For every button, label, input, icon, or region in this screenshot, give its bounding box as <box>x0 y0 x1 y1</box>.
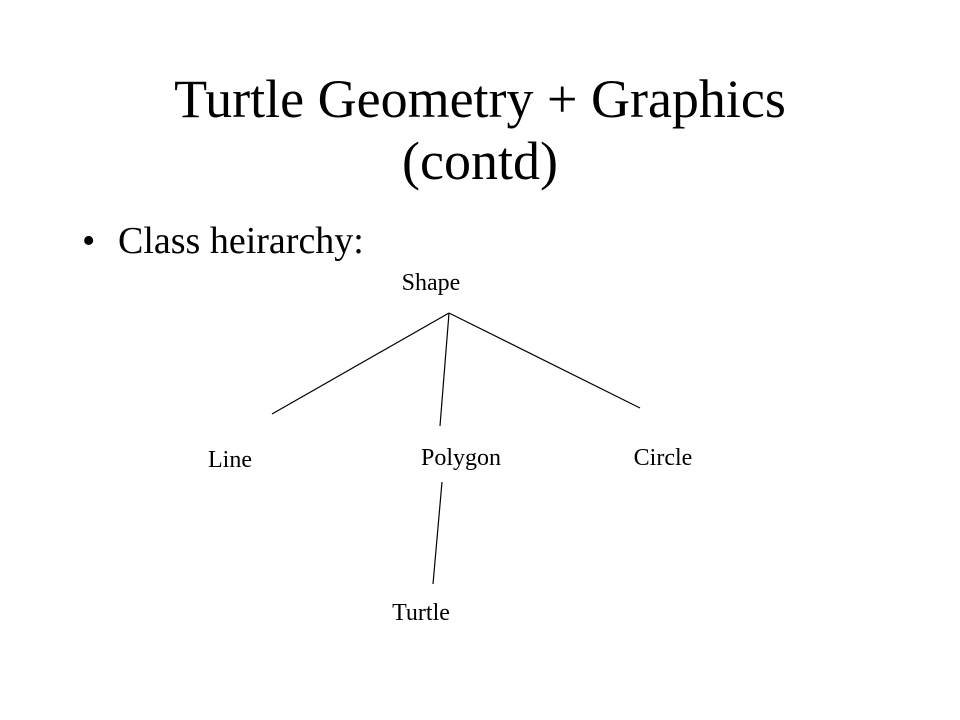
edge-polygon-turtle <box>432 481 443 585</box>
slide-title: Turtle Geometry + Graphics (contd) <box>0 68 960 192</box>
edge-shape-circle <box>448 312 641 409</box>
bullet-text: Class heirarchy: <box>118 220 364 262</box>
title-line-1: Turtle Geometry + Graphics <box>174 69 786 129</box>
title-line-2: (contd) <box>402 131 558 191</box>
bullet-item: • Class heirarchy: <box>82 218 364 264</box>
edge-shape-polygon <box>439 312 450 427</box>
node-polygon: Polygon <box>421 445 501 471</box>
edge-shape-line <box>271 312 450 415</box>
node-circle: Circle <box>634 445 693 471</box>
bullet-dot: • <box>82 220 96 262</box>
node-turtle: Turtle <box>392 600 450 626</box>
node-line: Line <box>208 447 252 473</box>
node-shape: Shape <box>402 270 461 296</box>
